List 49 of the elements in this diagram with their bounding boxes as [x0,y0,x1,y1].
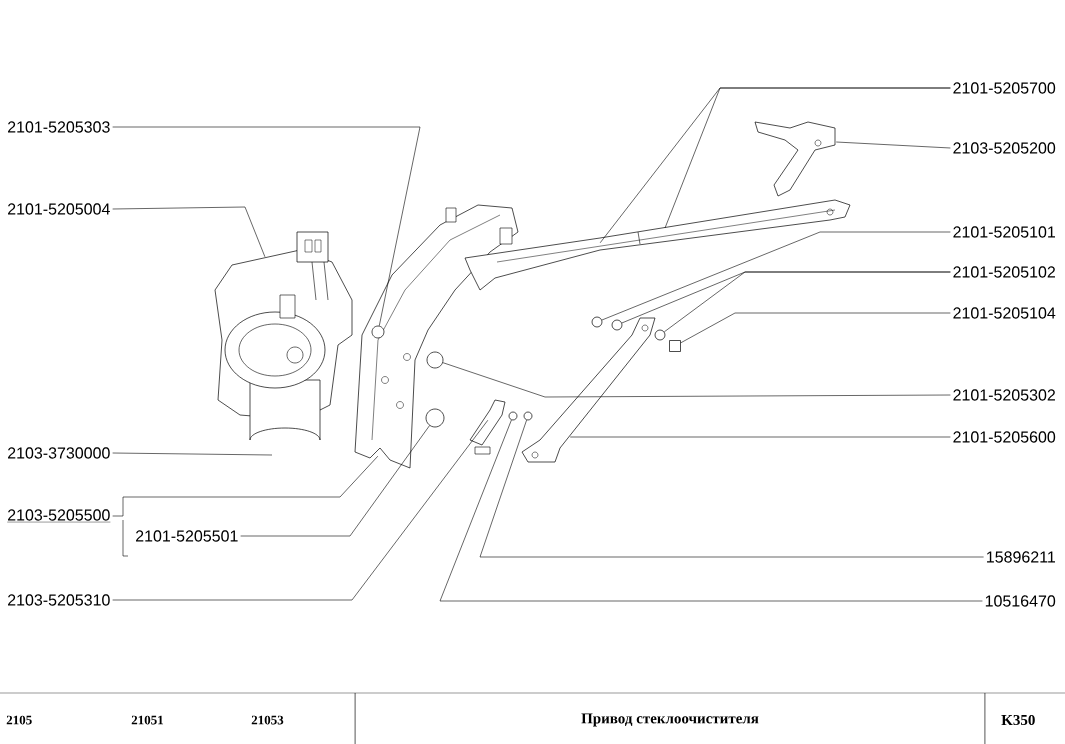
leader-line [680,312,951,344]
leader-line [112,455,379,517]
part-number: 15896211 [987,551,1055,563]
nut [591,316,603,328]
nut [523,411,533,421]
bushing [426,351,444,369]
part-number: 2103-5205310 [8,594,110,606]
leader-line [835,141,951,149]
wiper-link-drawing [464,199,851,291]
connecting-rod-drawing [521,317,656,463]
part-number: 2101-5205700 [953,82,1056,94]
leader-line [664,271,951,333]
motor-drawing [214,231,353,441]
model-number: 21053 [251,715,284,725]
part-number: 10516470 [985,595,1056,607]
page-title: Привод стеклоочистителя [581,713,759,727]
leader-line [112,452,273,456]
wiper-pivot-drawing [754,121,836,197]
leader-line [664,87,951,229]
leader-line [112,419,489,601]
leader-line [442,362,951,398]
part-number: 2103-3730000 [8,447,110,459]
bracket-drawing [354,204,519,469]
clip [669,340,681,352]
part-number: 2101-5205600 [953,431,1056,443]
page-code: K350 [1001,714,1035,726]
washer [508,411,518,421]
leader-line [569,436,951,438]
bushing [425,408,445,428]
part-number: 2101-5205302 [953,389,1055,401]
part-number: 2101-5205101 [953,226,1055,238]
leader-line [439,419,983,602]
part-number: 2101-5205303 [8,121,110,133]
leader-line [479,419,984,558]
washer [654,329,666,341]
leader-line [601,231,951,321]
part-number: 2103-5205500 [7,509,111,523]
leader-line [240,425,430,537]
part-number: 2101-5205501 [136,530,238,542]
part-number: 2101-5205004 [8,203,110,215]
part-number: 2103-5205200 [953,142,1056,154]
model-number: 21051 [131,715,164,725]
model-number: 2105 [6,715,32,725]
part-number: 2101-5205104 [953,307,1056,319]
leader-line [112,206,266,258]
crank-drawing [469,399,506,455]
washer [611,319,623,331]
leader-line [112,126,421,327]
part-number: 2101-5205102 [953,266,1055,278]
